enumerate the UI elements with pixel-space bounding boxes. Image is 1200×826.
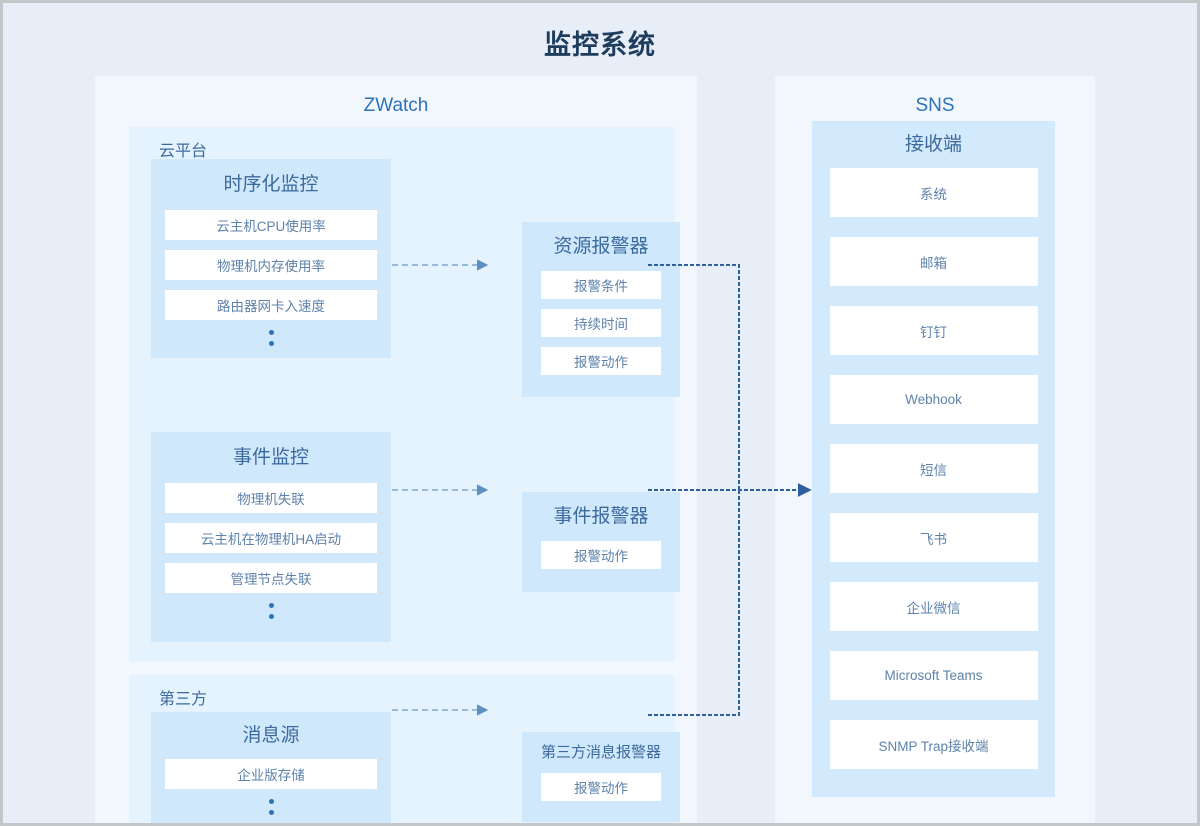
event-alarm-title: 事件报警器: [553, 506, 649, 527]
message-source-card: 消息源 企业版存储: [151, 712, 391, 823]
metric-item[interactable]: 云主机CPU使用率: [165, 210, 377, 240]
event-monitor-card: 事件监控 物理机失联 云主机在物理机HA启动 管理节点失联: [151, 432, 391, 642]
sns-panel-title: SNS: [915, 95, 955, 116]
cloud-platform-group: 云平台 时序化监控 云主机CPU使用率 物理机内存使用率 路由器网卡入速度 事件…: [129, 127, 680, 662]
third-party-alarm-card: 第三方消息报警器 报警动作: [522, 732, 680, 822]
event-item[interactable]: 云主机在物理机HA启动: [165, 523, 377, 553]
receiver-item-wecom[interactable]: 企业微信: [829, 582, 1038, 631]
more-items-dots: [151, 799, 391, 815]
resource-alarm-item[interactable]: 持续时间: [541, 309, 661, 337]
message-source-item[interactable]: 企业版存储: [165, 759, 377, 789]
metric-item[interactable]: 物理机内存使用率: [165, 250, 377, 280]
receiver-item-email[interactable]: 邮箱: [829, 237, 1038, 286]
metric-monitor-title: 时序化监控: [223, 174, 319, 195]
event-item[interactable]: 物理机失联: [165, 483, 377, 513]
message-source-title: 消息源: [242, 725, 300, 746]
zwatch-panel-title: ZWatch: [363, 95, 429, 116]
more-items-dots: [151, 330, 391, 346]
metric-monitor-card: 时序化监控 云主机CPU使用率 物理机内存使用率 路由器网卡入速度: [151, 159, 391, 358]
receiver-title: 接收端: [904, 134, 962, 155]
resource-alarm-title: 资源报警器: [553, 236, 649, 257]
receiver-item-dingtalk[interactable]: 钉钉: [829, 306, 1038, 355]
receiver-item-teams[interactable]: Microsoft Teams: [829, 651, 1038, 700]
page-title: 监控系统: [544, 30, 656, 60]
receiver-item-snmptrap[interactable]: SNMP Trap接收端: [829, 720, 1038, 769]
third-party-alarm-title: 第三方消息报警器: [540, 744, 661, 761]
receiver-item-feishu[interactable]: 飞书: [829, 513, 1038, 562]
receiver-item-system[interactable]: 系统: [829, 168, 1038, 217]
more-items-dots: [151, 603, 391, 619]
resource-alarm-item[interactable]: 报警动作: [541, 347, 661, 375]
third-party-alarm-item[interactable]: 报警动作: [541, 773, 661, 801]
resource-alarm-item[interactable]: 报警条件: [541, 271, 661, 299]
resource-alarm-card: 资源报警器 报警条件 持续时间 报警动作: [522, 222, 680, 397]
third-party-group: 第三方 消息源 企业版存储 第三方消息报警器 报警动作: [129, 675, 680, 823]
zwatch-panel: ZWatch 云平台 时序化监控 云主机CPU使用率 物理机内存使用率 路由器网…: [95, 76, 697, 823]
metric-item[interactable]: 路由器网卡入速度: [165, 290, 377, 320]
cloud-platform-label: 云平台: [159, 143, 208, 160]
receiver-card: 接收端 系统 邮箱 钉钉 Webhook 短信 飞书 企业微信 Microsof…: [812, 121, 1055, 797]
sns-panel: SNS 接收端 系统 邮箱 钉钉 Webhook 短信 飞书 企业微信 Micr…: [775, 76, 1095, 823]
third-party-label: 第三方: [159, 691, 208, 708]
event-alarm-item[interactable]: 报警动作: [541, 541, 661, 569]
event-alarm-card: 事件报警器 报警动作: [522, 492, 680, 592]
receiver-item-sms[interactable]: 短信: [829, 444, 1038, 493]
event-monitor-title: 事件监控: [232, 447, 309, 468]
event-item[interactable]: 管理节点失联: [165, 563, 377, 593]
receiver-item-webhook[interactable]: Webhook: [829, 375, 1038, 424]
